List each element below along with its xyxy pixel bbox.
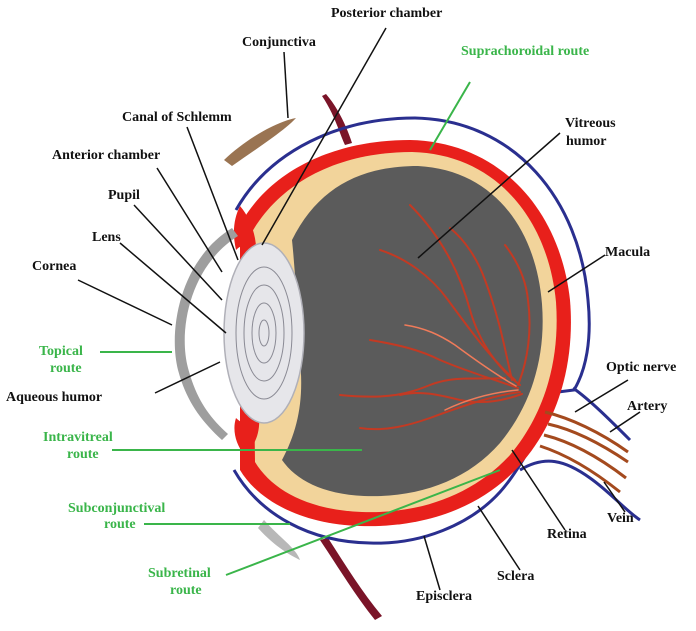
lens-ring (251, 302, 277, 364)
optic-nerve-sheath-top (572, 386, 632, 442)
label-vitreous-humor-line1: Vitreous (565, 116, 616, 131)
conjunctiva-top (224, 118, 296, 166)
label-conjunctiva: Conjunctiva (242, 35, 316, 50)
label-optic-nerve: Optic nerve (606, 360, 676, 375)
label-cornea: Cornea (32, 259, 76, 274)
leader-lines (77, 27, 641, 591)
vitreous-body (282, 166, 543, 497)
label-anterior-chamber: Anterior chamber (52, 148, 160, 163)
vein (539, 444, 621, 494)
muscle-bottom (320, 538, 382, 620)
label-intravitreal-route-line2: route (67, 447, 99, 462)
label-posterior-chamber: Posterior chamber (331, 6, 442, 21)
lens-ring (243, 284, 285, 382)
route-lines (100, 81, 501, 576)
sclera (232, 116, 591, 545)
label-suprachoroidal-route: Suprachoroidal route (461, 44, 589, 59)
vein (543, 433, 627, 480)
retinal-vessels-light (404, 324, 519, 411)
label-subconjunctival-route-line1: Subconjunctival (68, 501, 165, 516)
lens-ring (258, 319, 270, 347)
label-aqueous-humor: Aqueous humor (6, 390, 102, 405)
cornea (174, 228, 238, 440)
label-retina: Retina (547, 527, 587, 542)
label-pupil: Pupil (108, 188, 140, 203)
label-intravitreal-route-line1: Intravitreal (43, 430, 113, 445)
label-canal-of-schlemm: Canal of Schlemm (122, 110, 232, 125)
lens-ring (235, 266, 293, 400)
artery (547, 422, 629, 464)
label-artery: Artery (627, 399, 667, 414)
label-subretinal-route-line2: route (170, 583, 202, 598)
label-topical-route-line1: Topical (39, 344, 83, 359)
label-subconjunctival-route-line2: route (104, 517, 136, 532)
label-macula: Macula (605, 245, 650, 260)
retinal-vessels (339, 204, 531, 431)
label-topical-route-line2: route (50, 361, 82, 376)
label-sclera: Sclera (497, 569, 534, 584)
optic-nerve-sheath-bottom (519, 459, 641, 522)
label-subretinal-route-line1: Subretinal (148, 566, 211, 581)
label-lens: Lens (92, 230, 121, 245)
muscle-top (322, 94, 352, 145)
label-vein: Vein (607, 511, 634, 526)
label-vitreous-humor-line2: humor (566, 134, 606, 149)
artery (544, 410, 629, 454)
label-episclera: Episclera (416, 589, 472, 604)
